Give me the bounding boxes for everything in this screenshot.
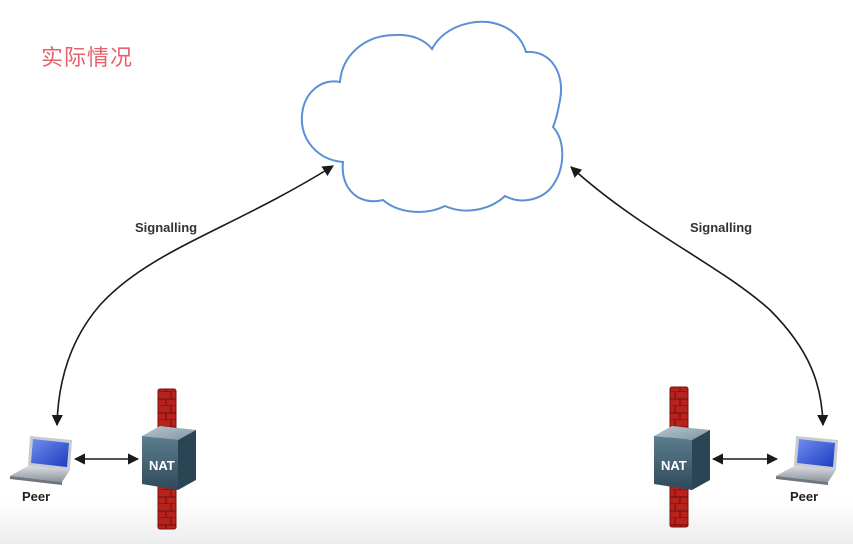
right-peer-label: Peer xyxy=(790,489,819,504)
left-nat-label: NAT xyxy=(149,458,175,473)
right-signalling-label: Signalling xyxy=(690,220,753,235)
right-nat-label: NAT xyxy=(661,458,687,473)
left-signalling-arrow xyxy=(51,165,334,427)
right-signalling-arrow xyxy=(570,166,829,427)
right-nat-router-icon xyxy=(654,426,710,490)
internet-cloud-icon xyxy=(300,20,564,213)
left-peer-label: Peer xyxy=(22,489,51,504)
diagram-title: 实际情况 xyxy=(41,46,134,71)
left-signalling-label: Signalling xyxy=(135,220,198,235)
floor-shadow xyxy=(0,500,853,544)
right-laptop-icon xyxy=(776,436,838,485)
left-laptop-icon xyxy=(10,436,72,485)
left-nat-router-icon xyxy=(142,426,196,490)
